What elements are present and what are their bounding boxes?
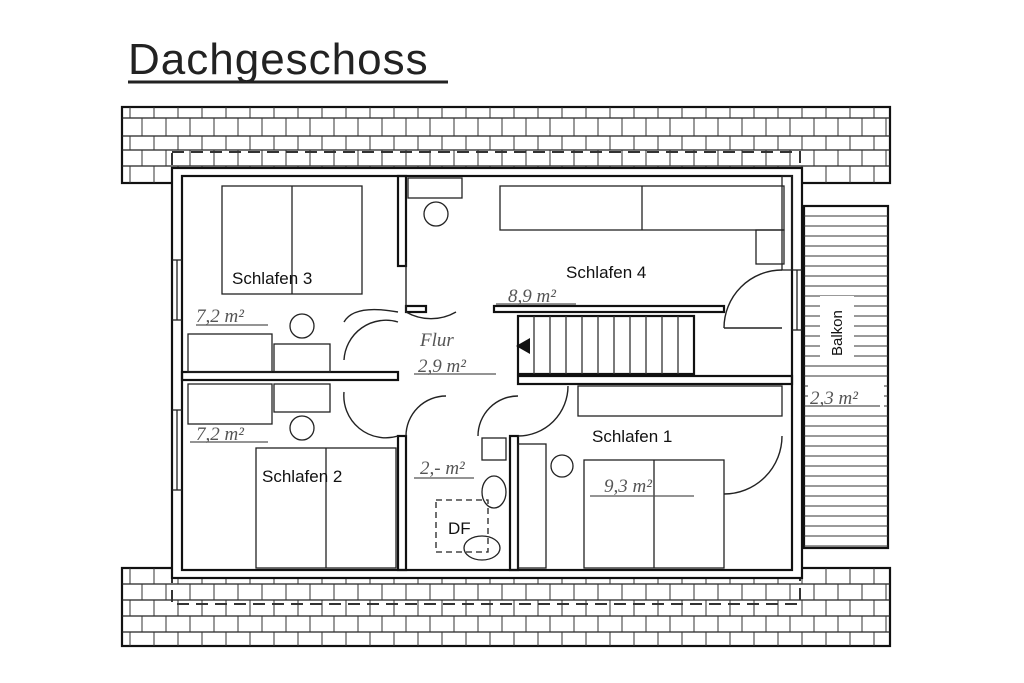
staircase	[516, 314, 696, 376]
interior-walls	[180, 174, 794, 572]
room-area-schlafen-1: 9,3 m²	[604, 476, 652, 497]
room-area-bad: 2,- m²	[420, 458, 465, 479]
room-name-schlafen-2: Schlafen 2	[262, 467, 342, 486]
roof-outline	[171, 151, 801, 605]
room-name-balkon: Balkon	[829, 310, 846, 356]
room-area-schlafen-4: 8,9 m²	[508, 286, 556, 307]
room-name-flur: Flur	[419, 330, 454, 351]
plan-title: Dachgeschoss	[128, 35, 429, 84]
balcony	[802, 204, 890, 550]
room-name-schlafen-1: Schlafen 1	[592, 427, 672, 446]
room-area-schlafen-2: 7,2 m²	[196, 424, 244, 445]
room-area-schlafen-3: 7,2 m²	[196, 306, 244, 327]
doors	[343, 262, 783, 495]
room-name-schlafen-4: Schlafen 4	[566, 263, 646, 282]
room-name-schlafen-3: Schlafen 3	[232, 269, 312, 288]
roof-tiles-bottom	[120, 566, 892, 648]
room-area-flur: 2,9 m²	[418, 356, 466, 377]
room-name-dusche: DF	[448, 519, 471, 538]
room-area-balkon: 2,3 m²	[810, 388, 858, 409]
furniture	[187, 177, 785, 569]
